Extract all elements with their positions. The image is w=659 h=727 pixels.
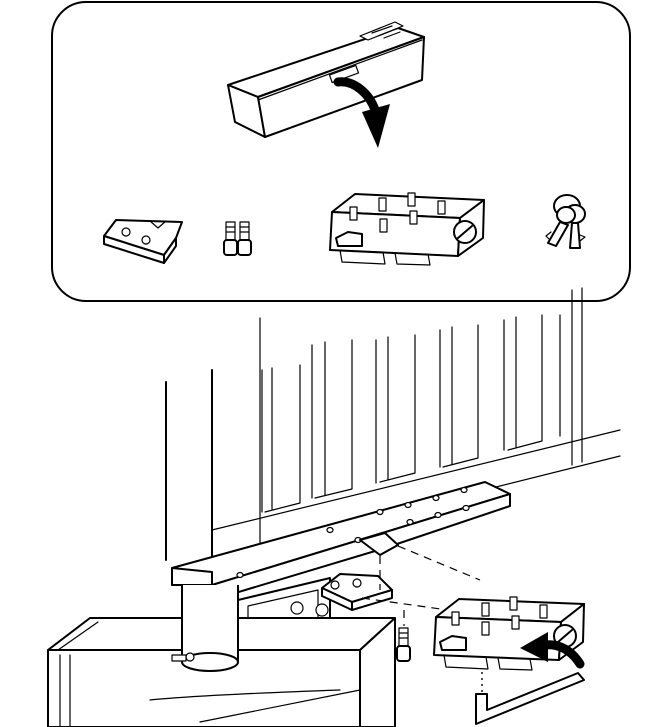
unpack-arrow	[333, 77, 390, 148]
allen-key	[475, 672, 585, 725]
gate-release-installation	[47, 287, 621, 727]
package-box	[227, 21, 425, 138]
screw	[223, 221, 238, 256]
screw	[237, 221, 252, 256]
kit-panel-frame	[51, 1, 631, 302]
mounting-plate	[103, 219, 183, 264]
ground-box	[47, 611, 396, 727]
gate-leaf	[165, 287, 621, 561]
release-unit	[329, 192, 485, 266]
gate-bracket	[171, 481, 511, 601]
screw-installed	[396, 610, 411, 662]
screws	[223, 221, 252, 256]
rotate-arrow	[520, 632, 585, 669]
mounting-plate-installed	[321, 573, 393, 611]
keys	[545, 194, 586, 249]
gate-bars	[261, 314, 561, 513]
release-unit-installed	[433, 596, 585, 671]
kit-contents-panel	[51, 1, 631, 302]
